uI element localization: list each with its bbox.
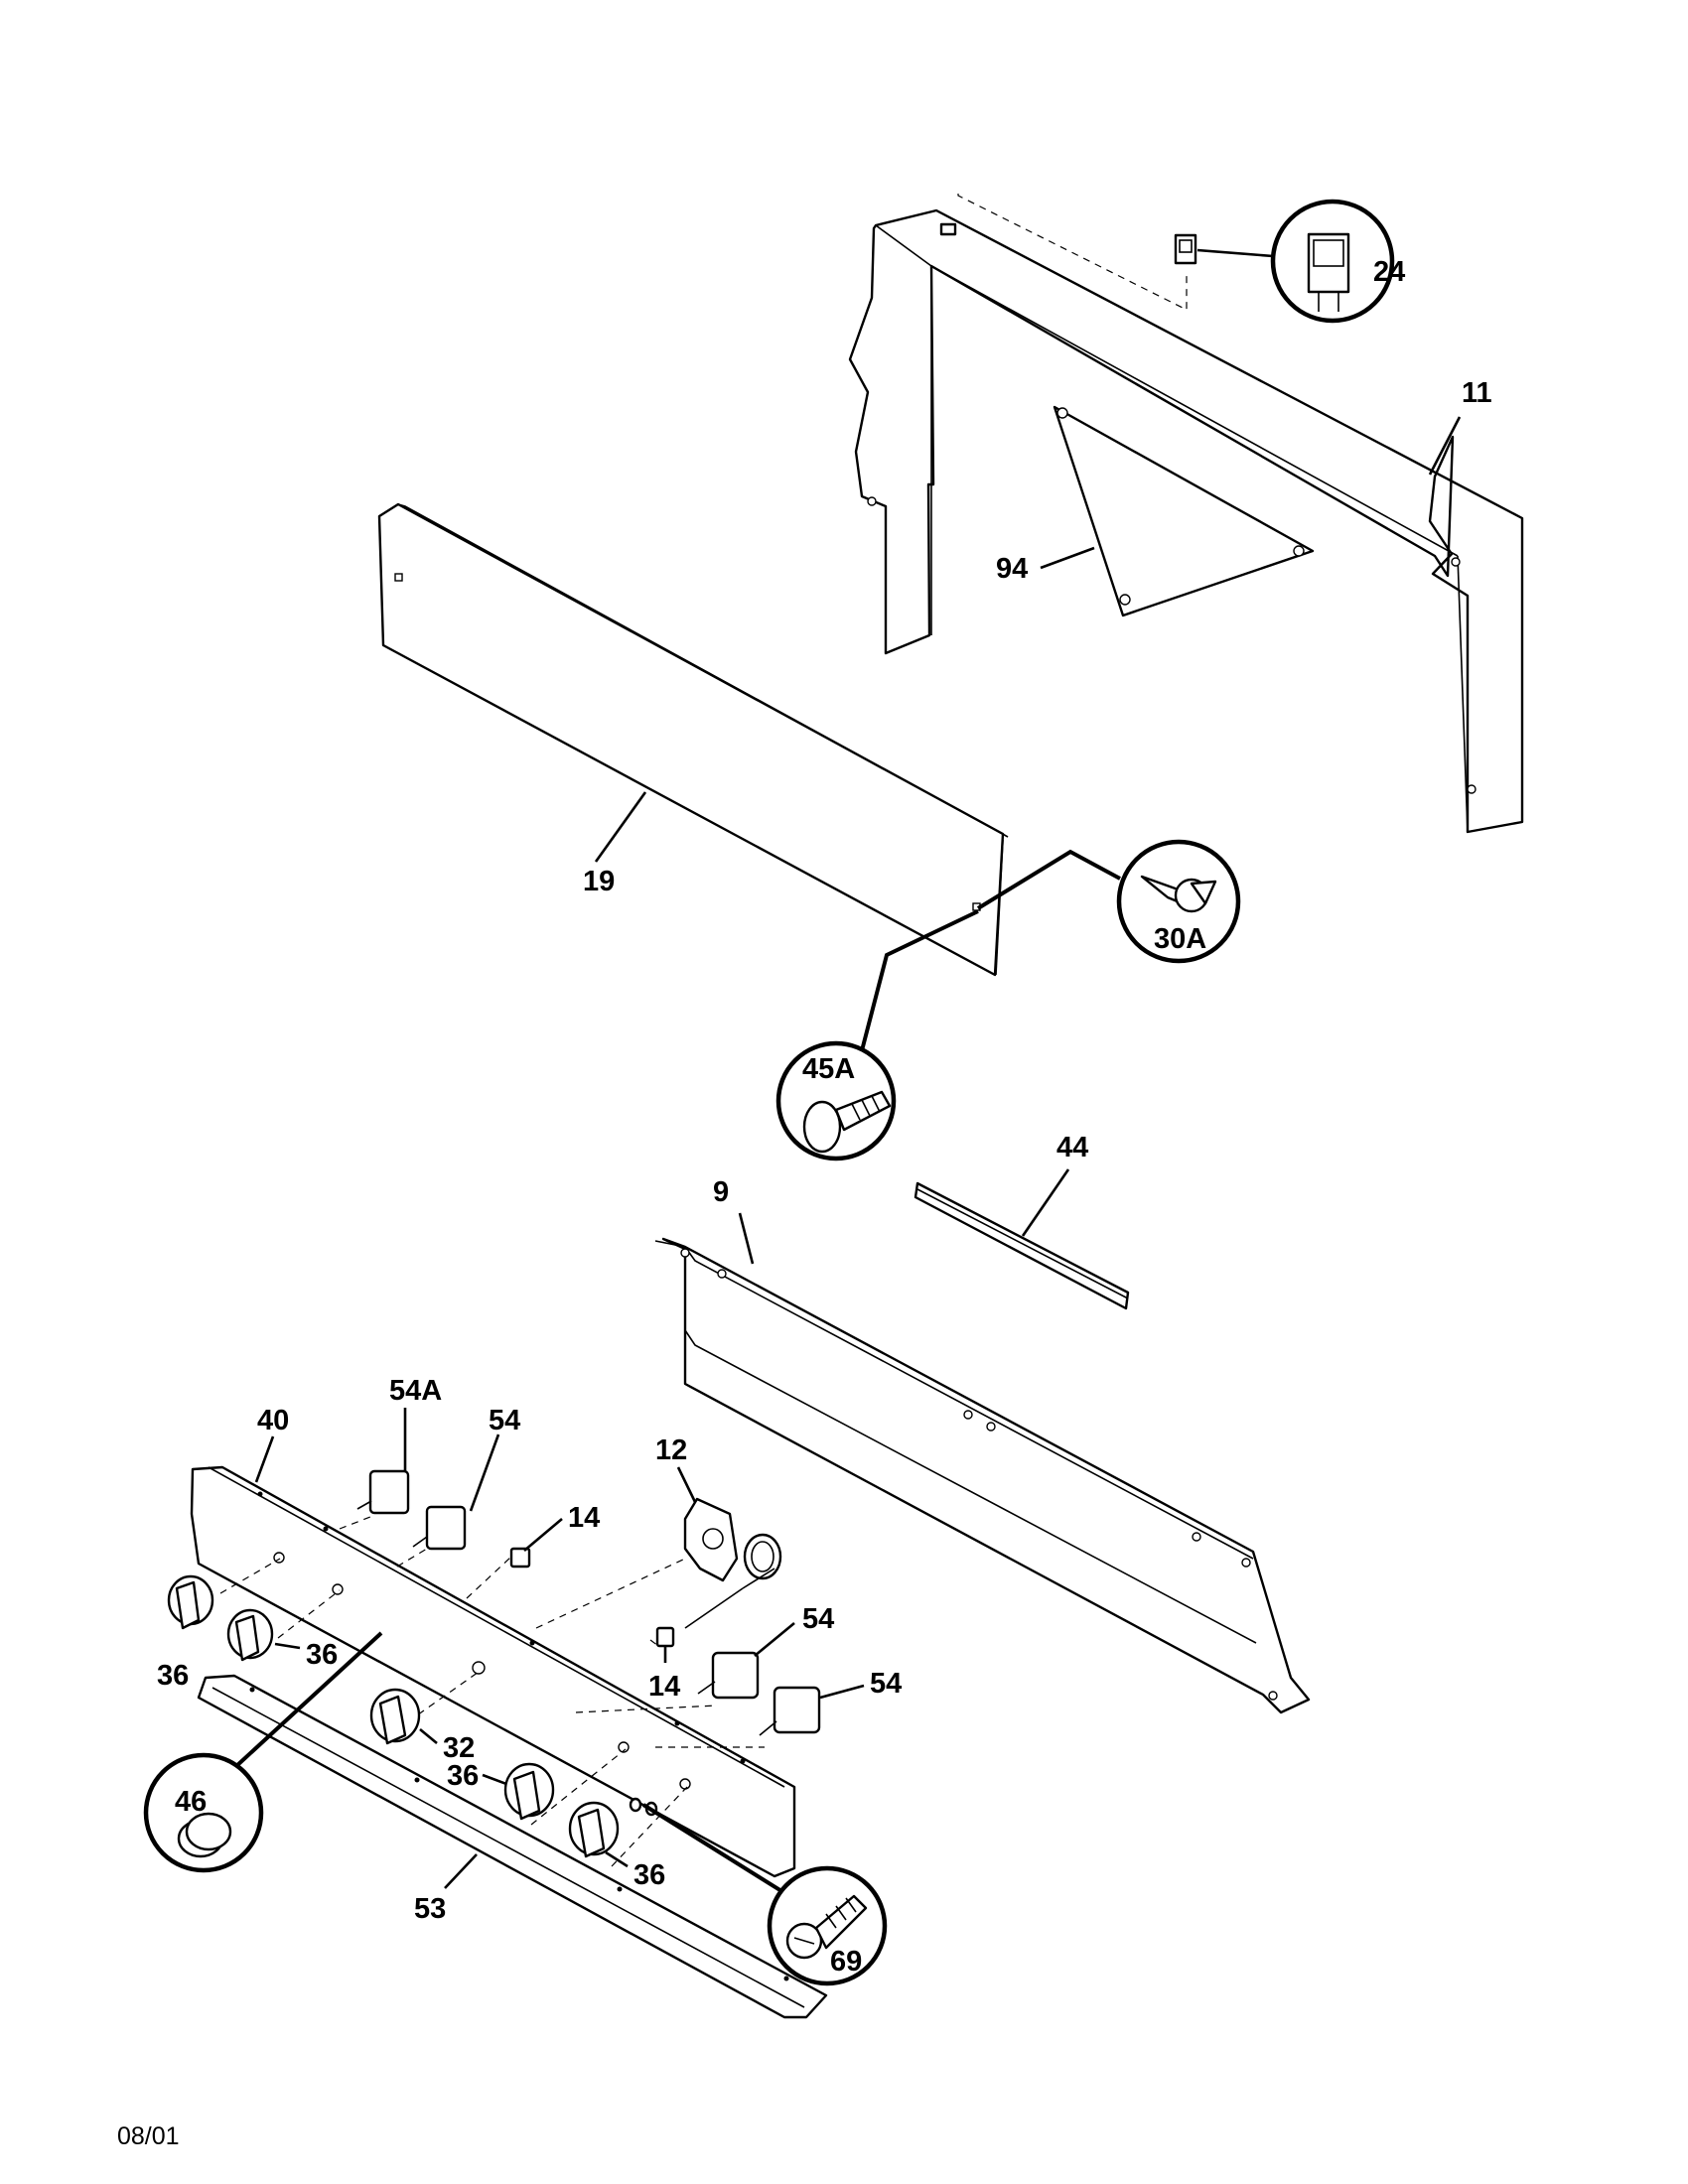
leader-53 (444, 1853, 478, 1889)
label-45A: 45A (802, 1053, 855, 1085)
leader-12 (676, 1466, 697, 1503)
bottom-trim (197, 1674, 828, 2019)
control-panel (190, 1465, 796, 1878)
ignitor-switch-b (655, 1626, 675, 1648)
valve-54A (356, 1469, 410, 1515)
knob-36-c (503, 1762, 555, 1821)
label-53: 53 (414, 1893, 446, 1925)
leader-11 (1428, 416, 1462, 476)
leader-46 (233, 1631, 383, 1769)
valve-54-b (697, 1651, 760, 1700)
leader-45A (858, 909, 979, 1059)
leader-54-c (819, 1684, 865, 1700)
leader-9 (738, 1212, 755, 1265)
leader-36-c (482, 1773, 507, 1786)
manifold-panel (654, 1237, 1311, 1714)
label-54-c: 54 (870, 1668, 902, 1700)
ignitor-switch-a (509, 1547, 531, 1569)
trim-strip (914, 1181, 1130, 1310)
label-19: 19 (583, 866, 615, 897)
label-54-b: 54 (802, 1603, 834, 1635)
leader-40 (254, 1435, 275, 1483)
backguard-frame (848, 208, 1524, 834)
sheet-metal-screw (785, 1894, 868, 1960)
label-40: 40 (257, 1405, 289, 1436)
leader-24 (1196, 248, 1274, 258)
leader-54-a (469, 1433, 500, 1512)
leader-54-b (754, 1621, 795, 1658)
leader-94 (1040, 546, 1095, 570)
knob-plug (177, 1812, 232, 1858)
label-44: 44 (1056, 1132, 1088, 1163)
label-54A: 54A (389, 1375, 442, 1407)
leader-44 (1021, 1168, 1070, 1237)
triangular-plate (1053, 405, 1315, 617)
label-46: 46 (175, 1786, 207, 1818)
label-24: 24 (1373, 256, 1405, 288)
leader-30A (976, 849, 1121, 910)
label-14-a: 14 (568, 1502, 600, 1534)
leader-36-b (274, 1642, 301, 1650)
label-30A: 30A (1154, 923, 1206, 955)
assembly-guide-line (957, 194, 1188, 311)
label-36-b: 36 (306, 1639, 338, 1671)
knob-36-a (167, 1574, 214, 1630)
leader-19 (594, 791, 647, 863)
label-54-a: 54 (489, 1405, 520, 1436)
knob-32 (369, 1688, 421, 1745)
thermostat (683, 1497, 782, 1629)
label-36-d: 36 (633, 1859, 665, 1891)
valve-54-a (412, 1505, 467, 1551)
leader-69 (641, 1803, 788, 1896)
rocker-switch-detail (1307, 232, 1350, 312)
label-9: 9 (713, 1176, 729, 1208)
rocker-switch (1174, 233, 1197, 265)
date-code: 08/01 (117, 2122, 180, 2150)
leader-14-a (523, 1518, 563, 1552)
leader-36-d (605, 1850, 629, 1868)
panel-glass (377, 502, 1009, 977)
knob-36-b (226, 1608, 274, 1662)
label-36-c: 36 (447, 1760, 479, 1792)
knob-36-d (568, 1801, 620, 1858)
callout-46 (143, 1752, 264, 1873)
label-32: 32 (443, 1732, 475, 1764)
carriage-bolt (802, 1090, 892, 1154)
wing-nut (1140, 875, 1217, 913)
valve-54-c (759, 1686, 821, 1736)
label-11: 11 (1462, 377, 1492, 409)
label-14-b: 14 (648, 1671, 680, 1703)
label-69: 69 (830, 1946, 862, 1978)
label-94: 94 (996, 553, 1028, 585)
label-36-a: 36 (157, 1660, 189, 1692)
leader-32 (419, 1727, 438, 1745)
label-12: 12 (655, 1434, 687, 1466)
